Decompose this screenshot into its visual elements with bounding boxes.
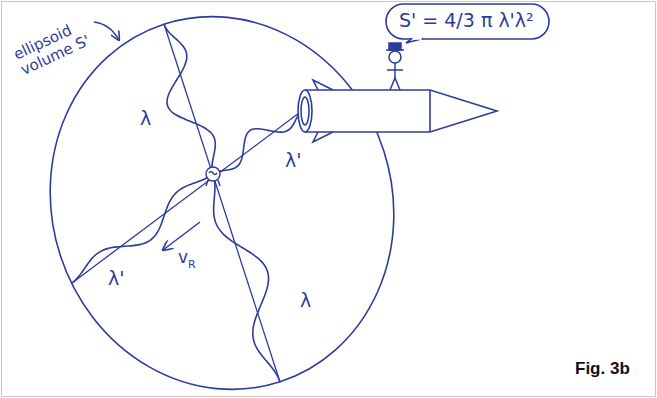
ellipsoid-label: ellipsoid volume S': [11, 11, 105, 78]
dimension-label: λ: [300, 290, 311, 311]
wave-line: [164, 24, 215, 174]
velocity-arrow: [163, 222, 200, 250]
velocity-subscript: R: [188, 259, 196, 271]
dimension-label: λ: [140, 108, 151, 129]
minor-axis: [72, 110, 303, 283]
major-axis: [164, 24, 280, 382]
dimension-label: λ': [285, 150, 301, 171]
wave-line: [213, 110, 303, 174]
rocket-symbol: [298, 80, 497, 142]
velocity-label: v: [178, 248, 188, 267]
stick-figure: [386, 43, 404, 90]
particle-symbol: [206, 167, 220, 186]
leader-arrow: [94, 22, 119, 40]
wave-line: [72, 174, 213, 283]
ellipsoid-outline: [2, 0, 442, 398]
wave-line: [213, 174, 280, 382]
speech-bubble: S' = 4/3 π λ'λ²: [385, 3, 550, 40]
wave-lines: [72, 24, 303, 382]
figure-number: Fig. 3b: [575, 360, 630, 379]
dimension-label: λ': [108, 268, 124, 289]
formula-text: S' = 4/3 π λ'λ²: [399, 10, 536, 31]
